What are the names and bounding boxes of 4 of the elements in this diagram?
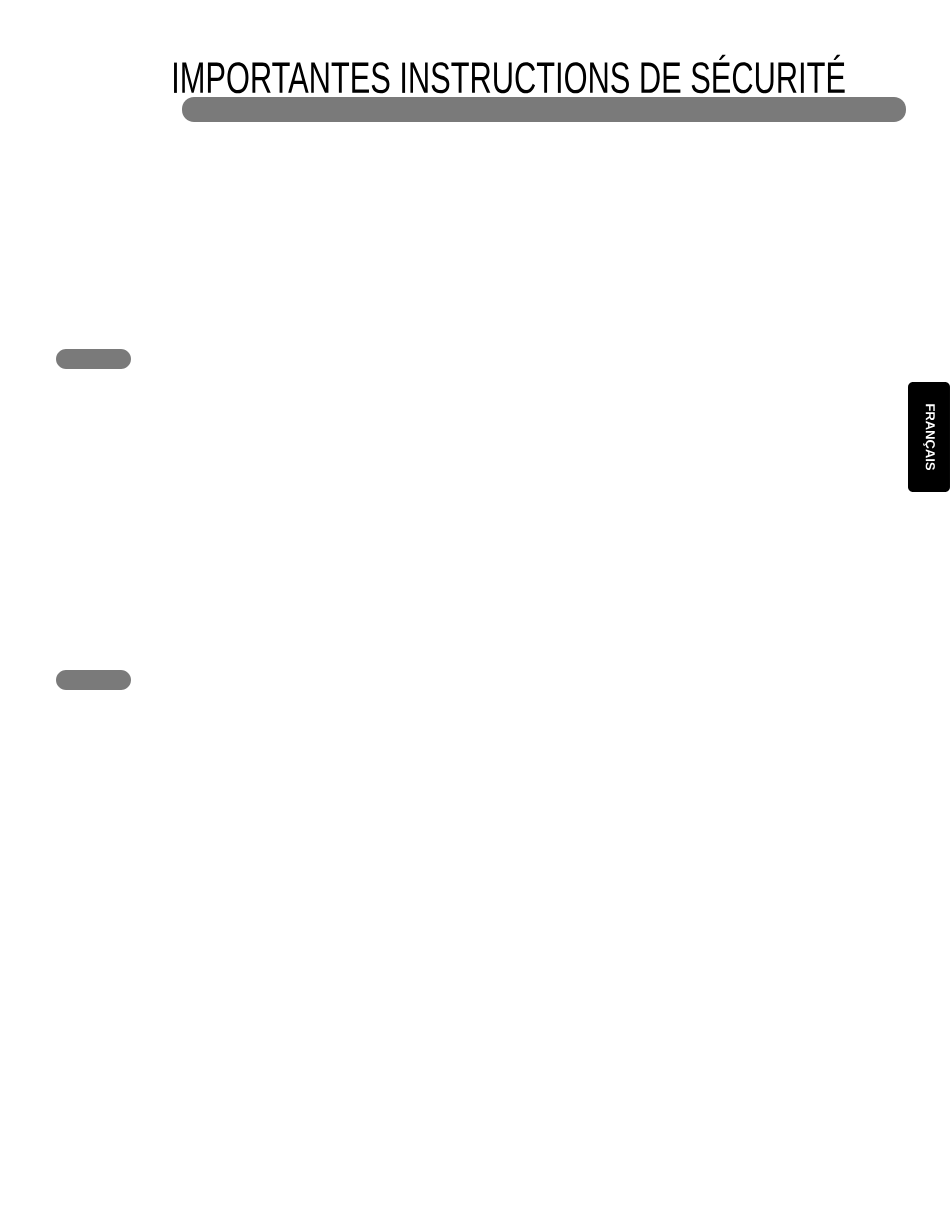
language-tab: FRANÇAIS	[908, 382, 950, 492]
section-marker	[56, 349, 131, 369]
section-marker	[56, 670, 131, 690]
title: IMPORTANTES INSTRUCTIONS DE SÉCURITÉ	[174, 54, 845, 94]
